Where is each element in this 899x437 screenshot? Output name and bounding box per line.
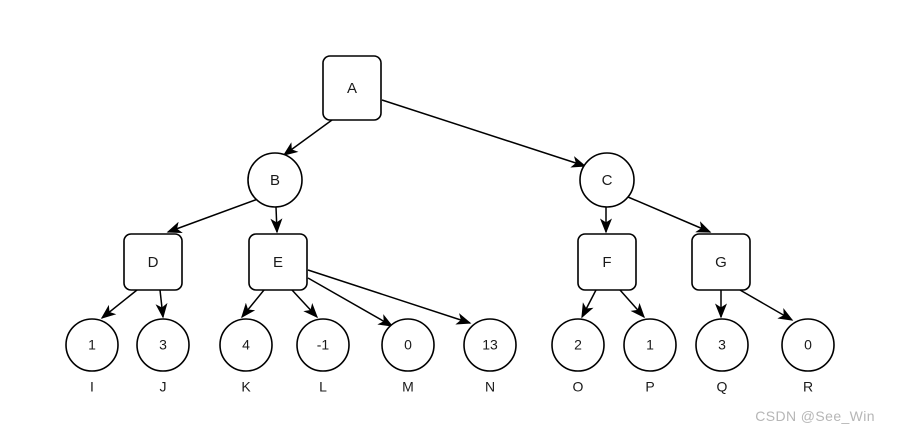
leaf-k[interactable]: 4K xyxy=(219,318,273,395)
leaf-j-label: J xyxy=(160,379,167,395)
leaf-o-label: O xyxy=(573,379,584,395)
leaf-r[interactable]: 0R xyxy=(781,318,835,395)
node-g[interactable]: G xyxy=(691,233,751,291)
edge-d-to-i xyxy=(100,289,138,319)
edge-b-to-e xyxy=(270,206,283,234)
leaf-n-label: N xyxy=(485,379,495,395)
edge-e-to-l xyxy=(291,289,319,319)
node-e-label: E xyxy=(273,254,283,271)
edge-a-to-b xyxy=(282,119,333,156)
node-f-rect xyxy=(577,233,637,291)
leaf-q-value: 3 xyxy=(718,337,726,353)
node-d-rect xyxy=(123,233,183,291)
leaf-k-circle xyxy=(219,318,273,372)
leaf-i-circle xyxy=(65,318,119,372)
leaf-r-label: R xyxy=(803,379,813,395)
leaf-i-label: I xyxy=(90,379,94,395)
leaf-k-value: 4 xyxy=(242,337,250,353)
node-d[interactable]: D xyxy=(123,233,183,291)
leaf-q-label: Q xyxy=(717,379,728,395)
node-c-circle xyxy=(579,152,635,208)
leaf-i-value: 1 xyxy=(88,337,96,353)
leaf-j[interactable]: 3J xyxy=(136,318,190,395)
leaf-i[interactable]: 1I xyxy=(65,318,119,395)
leaf-p-value: 1 xyxy=(646,337,654,353)
leaf-j-circle xyxy=(136,318,190,372)
leaf-m-circle xyxy=(381,318,435,372)
leaf-l[interactable]: -1L xyxy=(296,318,350,395)
leaf-m[interactable]: 0M xyxy=(381,318,435,395)
edge-a-to-c xyxy=(381,99,587,168)
leaf-p[interactable]: 1P xyxy=(623,318,677,395)
node-b-circle xyxy=(247,152,303,208)
node-g-rect xyxy=(691,233,751,291)
edge-e-to-k xyxy=(241,289,265,319)
edge-f-to-o xyxy=(581,289,597,319)
edge-g-to-r xyxy=(739,289,794,321)
leaf-q-circle xyxy=(695,318,749,372)
leaf-o-value: 2 xyxy=(574,337,582,353)
node-b[interactable]: B xyxy=(247,152,303,208)
watermark-text: CSDN @See_Win xyxy=(755,408,875,424)
leaf-m-label: M xyxy=(402,379,414,395)
leaf-r-circle xyxy=(781,318,835,372)
node-a-rect xyxy=(322,55,382,121)
edge-e-to-n xyxy=(307,269,472,325)
node-b-label: B xyxy=(270,172,280,189)
node-g-label: G xyxy=(715,254,727,271)
edge-d-to-j xyxy=(155,289,168,319)
leaf-o-circle xyxy=(551,318,605,372)
leaf-n-value: 13 xyxy=(482,337,498,353)
nodes-layer: A B C D E F G xyxy=(123,55,751,291)
node-e-rect xyxy=(248,233,308,291)
node-d-label: D xyxy=(148,254,159,271)
edge-c-to-g xyxy=(627,196,712,233)
node-f[interactable]: F xyxy=(577,233,637,291)
leaf-p-circle xyxy=(623,318,677,372)
edge-f-to-p xyxy=(619,289,645,319)
leaf-r-value: 0 xyxy=(804,337,812,353)
leaf-l-circle xyxy=(296,318,350,372)
leaf-p-label: P xyxy=(645,379,654,395)
leaf-n-circle xyxy=(463,318,517,372)
node-c[interactable]: C xyxy=(579,152,635,208)
node-c-label: C xyxy=(602,172,613,189)
node-e[interactable]: E xyxy=(248,233,308,291)
leaf-l-value: -1 xyxy=(317,337,330,353)
edge-e-to-m xyxy=(307,277,394,327)
leaf-l-label: L xyxy=(319,379,327,395)
leaf-k-label: K xyxy=(241,379,251,395)
leaf-n[interactable]: 13N xyxy=(463,318,517,395)
edge-b-to-d xyxy=(166,198,259,233)
leaf-q[interactable]: 3Q xyxy=(695,318,749,395)
leaf-j-value: 3 xyxy=(159,337,167,353)
node-a-label: A xyxy=(347,80,357,97)
node-a[interactable]: A xyxy=(322,55,382,121)
node-f-label: F xyxy=(602,254,611,271)
leaf-m-value: 0 xyxy=(404,337,412,353)
edges-layer xyxy=(100,99,794,327)
leaf-o[interactable]: 2O xyxy=(551,318,605,395)
